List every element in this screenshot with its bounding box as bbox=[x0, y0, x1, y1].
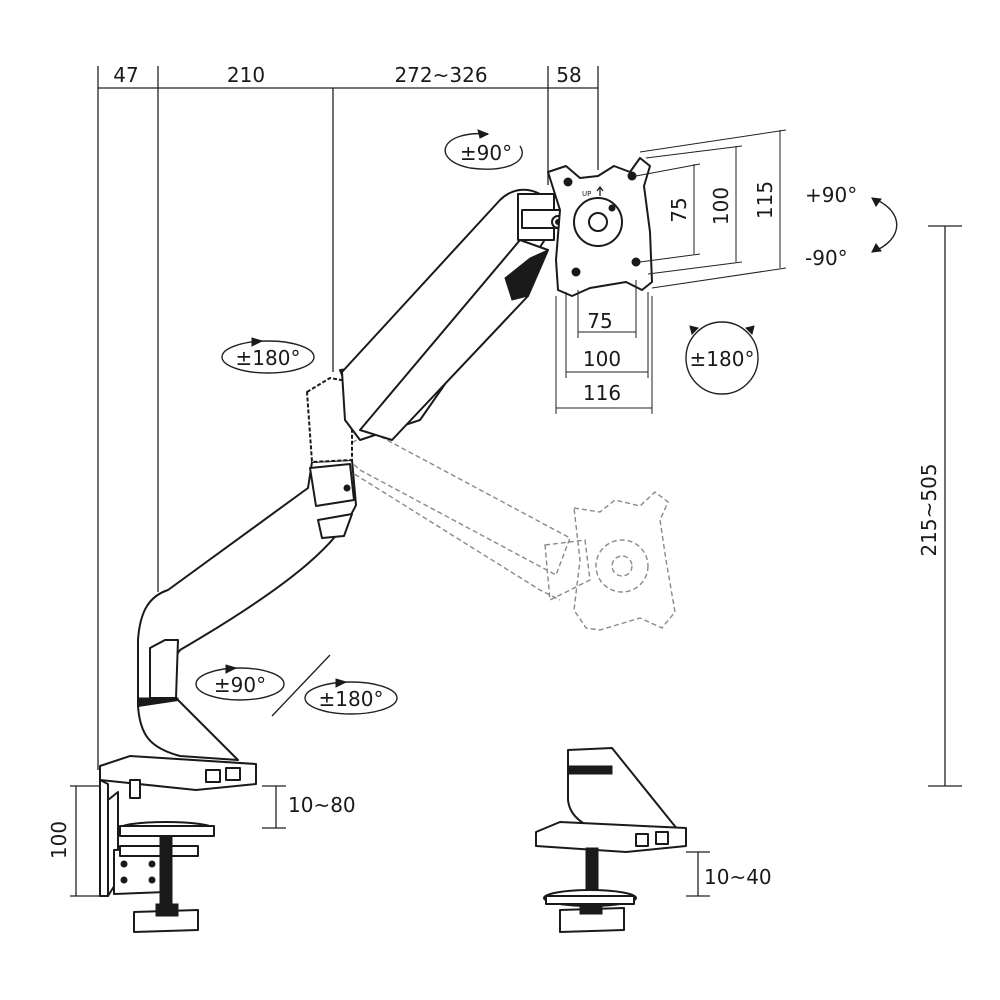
dim-height-range: 215~505 bbox=[917, 463, 941, 556]
tilt-arrow bbox=[871, 197, 898, 253]
rot-tilt-up: +90° bbox=[805, 183, 857, 207]
c-clamp-base bbox=[99, 699, 257, 933]
dim-grommet-desk-thickness: 10~40 bbox=[704, 865, 772, 889]
rot-head-swivel: ±90° bbox=[460, 141, 512, 165]
dim-vesa-v-100: 100 bbox=[709, 187, 733, 225]
dim-vesa-h-100: 100 bbox=[583, 347, 621, 371]
ghost-arm-lowered bbox=[336, 431, 676, 631]
grommet-base bbox=[535, 747, 687, 933]
up-marker-icon: UP bbox=[582, 190, 591, 198]
head-swivel-arrow bbox=[444, 129, 523, 170]
rot-tilt-down: -90° bbox=[805, 246, 848, 270]
dim-base-offset: 47 bbox=[113, 63, 138, 87]
lower-arm bbox=[137, 459, 357, 707]
screen-rotation-arrow bbox=[685, 321, 759, 395]
dim-vesa-h-75: 75 bbox=[587, 309, 612, 333]
vesa-plate: UP bbox=[547, 157, 653, 297]
rot-lower-arm-swivel: ±180° bbox=[319, 687, 384, 711]
lower-arm-swivel-arrow bbox=[304, 678, 398, 715]
rot-base-swivel: ±90° bbox=[214, 673, 266, 697]
dim-tilt-head: 58 bbox=[556, 63, 581, 87]
vesa-vertical-dims bbox=[635, 129, 787, 289]
dim-clamp-height: 100 bbox=[47, 821, 71, 859]
top-dimension-line bbox=[97, 66, 599, 770]
base-swivel-arrow bbox=[195, 664, 285, 701]
dim-vesa-plate-height: 115 bbox=[753, 181, 777, 219]
rot-elbow-swivel: ±180° bbox=[236, 346, 301, 370]
dim-vesa-v-75: 75 bbox=[667, 197, 691, 222]
height-dimension bbox=[928, 225, 962, 787]
cut-line bbox=[271, 654, 331, 717]
vesa-horizontal-dims bbox=[555, 280, 653, 414]
clamp-dims bbox=[70, 785, 286, 897]
upper-arm bbox=[341, 188, 551, 441]
dim-vesa-plate-width: 116 bbox=[583, 381, 621, 405]
dim-lower-arm: 210 bbox=[227, 63, 265, 87]
elbow-swivel-arrow bbox=[221, 337, 315, 374]
grommet-dims bbox=[686, 851, 710, 897]
rot-screen-rotation: ±180° bbox=[690, 347, 755, 371]
dim-upper-arm: 272~326 bbox=[394, 63, 487, 87]
dim-clamp-desk-thickness: 10~80 bbox=[288, 793, 356, 817]
